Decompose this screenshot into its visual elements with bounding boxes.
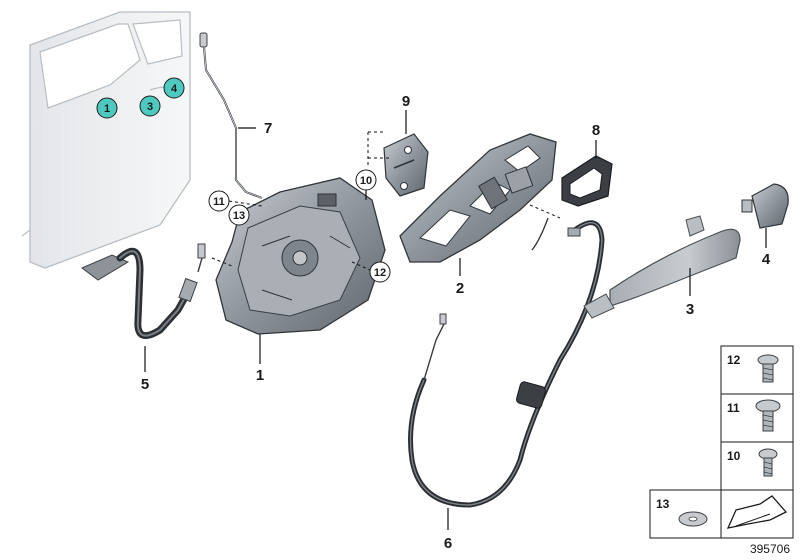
door-marker-1-text: 1: [104, 103, 110, 115]
part-6-bowden-cable: [408, 220, 605, 508]
callout-10: 10: [355, 169, 377, 191]
callout-12-text: 12: [374, 267, 386, 279]
door-marker-4-text: 4: [171, 83, 178, 95]
callout-11: 11: [208, 190, 230, 212]
part-2-handle-carrier: [399, 133, 557, 263]
table-num-10: 10: [727, 449, 741, 463]
label-8: 8: [592, 122, 600, 139]
callout-13: 13: [228, 204, 250, 226]
table-num-11: 11: [727, 401, 740, 415]
callout-13-text: 13: [233, 210, 245, 222]
table-num-12: 12: [727, 353, 741, 367]
part-9-striker-bracket: [383, 133, 429, 197]
part-5-wiring-harness: [81, 243, 206, 340]
callout-11-text: 11: [213, 196, 225, 208]
callout-12: 12: [369, 261, 391, 283]
table-cell-10: [720, 441, 794, 491]
label-6: 6: [444, 535, 452, 552]
part-7-rod: [199, 32, 263, 199]
label-4: 4: [762, 251, 771, 268]
label-9: 9: [402, 93, 410, 110]
door-marker-1: 1: [96, 97, 118, 119]
part-4-handle-cap: [741, 183, 789, 229]
screw-12-icon: [757, 354, 779, 383]
table-cell-11: [720, 393, 794, 443]
table-cell-12: [720, 345, 794, 395]
part-1-door-lock: [215, 177, 386, 335]
screw-11-icon: [755, 399, 781, 432]
part-3-outer-handle: [583, 215, 741, 319]
door-marker-4: 4: [163, 77, 185, 99]
washer-13-icon: [678, 511, 708, 527]
small-parts-table: 12 11 10 13: [649, 345, 794, 539]
diagram-reference-number: 395706: [750, 542, 790, 556]
table-num-13: 13: [656, 497, 670, 511]
orientation-arrow-icon: [726, 495, 788, 529]
door-marker-3-text: 3: [147, 101, 153, 113]
label-5: 5: [141, 376, 149, 393]
dashed-line-2-6: [529, 204, 561, 219]
callout-10-text: 10: [360, 175, 372, 187]
label-1: 1: [256, 367, 264, 384]
label-7: 7: [264, 120, 272, 137]
label-3: 3: [686, 301, 694, 318]
rear-door-overview: [21, 11, 191, 269]
screw-10-icon: [758, 448, 778, 477]
door-marker-3: 3: [139, 95, 161, 117]
label-2: 2: [456, 280, 464, 297]
part-8-gasket: [561, 155, 613, 207]
